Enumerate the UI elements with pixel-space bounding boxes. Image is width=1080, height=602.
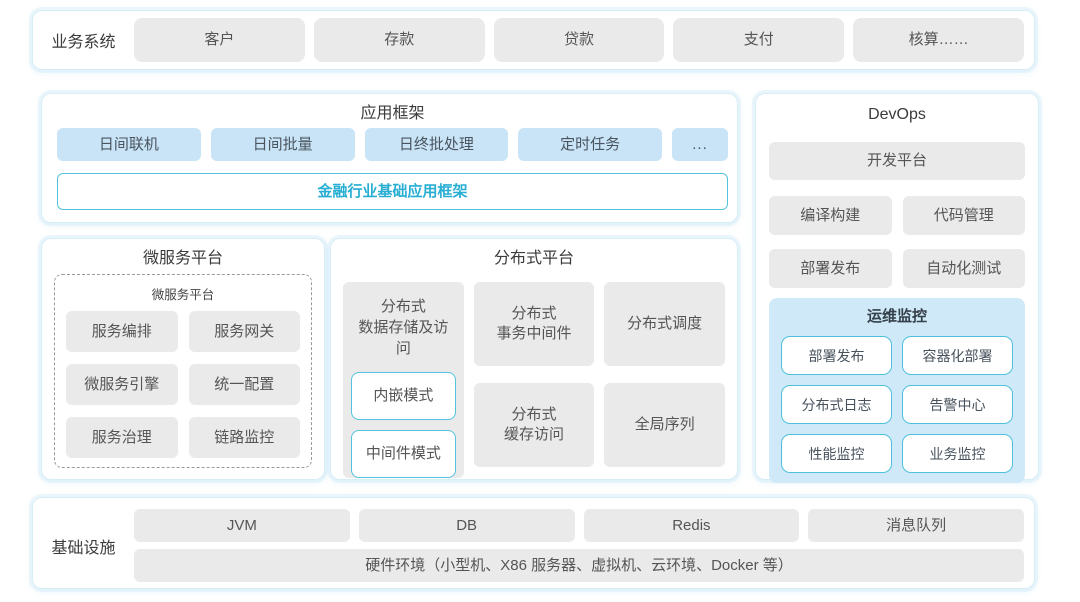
ops-monitor-grid: 部署发布 容器化部署 分布式日志 告警中心 性能监控 业务监控 [781, 336, 1013, 473]
distributed-panel: 分布式平台 分布式 数据存储及访问 内嵌模式 中间件模式 分布式 事务中间件 分… [330, 238, 738, 480]
box-daytime-online: 日间联机 [57, 128, 201, 161]
box-embedded-mode: 内嵌模式 [351, 372, 456, 420]
box-service-gateway: 服务网关 [188, 311, 300, 352]
box-business-monitor: 业务监控 [902, 434, 1013, 473]
ops-monitor-title: 运维监控 [866, 308, 927, 325]
box-service-governance: 服务治理 [66, 417, 178, 458]
box-deposit: 存款 [313, 18, 485, 62]
app-framework-title: 应用框架 [360, 105, 425, 122]
distributed-grid: 分布式 数据存储及访问 内嵌模式 中间件模式 分布式 事务中间件 分布式 缓存访… [343, 282, 725, 478]
box-unified-config: 统一配置 [188, 364, 300, 405]
box-daytime-batch: 日间批量 [210, 128, 355, 161]
distributed-col-right: 分布式调度 全局序列 [604, 282, 725, 478]
box-deploy-release: 部署发布 [769, 249, 892, 288]
box-eod-batch: 日终批处理 [364, 128, 509, 161]
ops-monitor-panel: 运维监控 部署发布 容器化部署 分布式日志 告警中心 性能监控 业务监控 [769, 298, 1025, 483]
box-performance-monitor: 性能监控 [781, 434, 892, 473]
box-jvm: JVM [134, 509, 350, 542]
box-automated-testing: 自动化测试 [902, 249, 1025, 288]
infrastructure-row: JVM DB Redis 消息队列 [134, 509, 1024, 542]
box-container-deploy: 容器化部署 [902, 336, 1013, 375]
distributed-storage-group: 分布式 数据存储及访问 内嵌模式 中间件模式 [343, 282, 464, 478]
box-compile-build: 编译构建 [769, 196, 892, 235]
distributed-storage-label: 分布式 数据存储及访问 [358, 298, 449, 357]
box-distributed-log: 分布式日志 [781, 385, 892, 424]
microservice-title: 微服务平台 [142, 250, 223, 267]
box-global-sequence: 全局序列 [604, 383, 725, 467]
box-db: DB [358, 509, 575, 542]
box-microservice-engine: 微服务引擎 [66, 364, 178, 405]
devops-panel: DevOps 开发平台 编译构建 代码管理 部署发布 自动化测试 运维监控 部署… [755, 93, 1039, 483]
box-message-queue: 消息队列 [808, 509, 1024, 542]
box-loan: 贷款 [493, 18, 665, 62]
business-systems-label: 业务系统 [51, 34, 116, 51]
devops-grid: 编译构建 代码管理 部署发布 自动化测试 [769, 196, 1025, 288]
box-trace-monitor: 链路监控 [188, 417, 300, 458]
business-systems-panel: 业务系统 客户 存款 贷款 支付 核算…… [32, 10, 1035, 70]
microservice-grid: 服务编排 服务网关 微服务引擎 统一配置 服务治理 链路监控 [66, 311, 300, 458]
app-framework-row: 日间联机 日间批量 日终批处理 定时任务 ... [57, 128, 728, 161]
box-dev-platform: 开发平台 [769, 142, 1025, 180]
business-systems-row: 客户 存款 贷款 支付 核算…… [134, 18, 1024, 62]
box-middleware-mode: 中间件模式 [351, 430, 456, 478]
box-finance-base-framework: 金融行业基础应用框架 [57, 173, 728, 210]
box-accounting: 核算…… [853, 18, 1024, 62]
infrastructure-label: 基础设施 [51, 539, 116, 557]
box-distributed-scheduling: 分布式调度 [604, 282, 725, 366]
box-distributed-transaction: 分布式 事务中间件 [473, 282, 595, 366]
box-monitor-deploy: 部署发布 [781, 336, 892, 375]
box-alert-center: 告警中心 [902, 385, 1013, 424]
box-more: ... [672, 128, 728, 161]
distributed-col-middle: 分布式 事务中间件 分布式 缓存访问 [473, 282, 595, 478]
box-distributed-cache: 分布式 缓存访问 [473, 383, 595, 467]
distributed-title: 分布式平台 [493, 250, 574, 267]
box-customer: 客户 [134, 18, 305, 62]
microservice-inner-title: 微服务平台 [151, 288, 215, 302]
box-scheduled-task: 定时任务 [518, 128, 662, 161]
box-service-orchestration: 服务编排 [66, 311, 178, 352]
microservice-panel: 微服务平台 微服务平台 服务编排 服务网关 微服务引擎 统一配置 服务治理 链路… [41, 238, 325, 480]
box-redis: Redis [583, 509, 800, 542]
box-hardware-environment: 硬件环境（小型机、X86 服务器、虚拟机、云环境、Docker 等） [134, 549, 1024, 582]
infrastructure-panel: 基础设施 JVM DB Redis 消息队列 硬件环境（小型机、X86 服务器、… [32, 497, 1035, 589]
infrastructure-content: JVM DB Redis 消息队列 硬件环境（小型机、X86 服务器、虚拟机、云… [134, 509, 1024, 582]
box-code-management: 代码管理 [902, 196, 1025, 235]
devops-title: DevOps [868, 106, 926, 123]
box-payment: 支付 [673, 18, 845, 62]
microservice-inner-group: 微服务平台 服务编排 服务网关 微服务引擎 统一配置 服务治理 链路监控 [54, 274, 312, 468]
app-framework-panel: 应用框架 日间联机 日间批量 日终批处理 定时任务 ... 金融行业基础应用框架 [41, 93, 738, 223]
